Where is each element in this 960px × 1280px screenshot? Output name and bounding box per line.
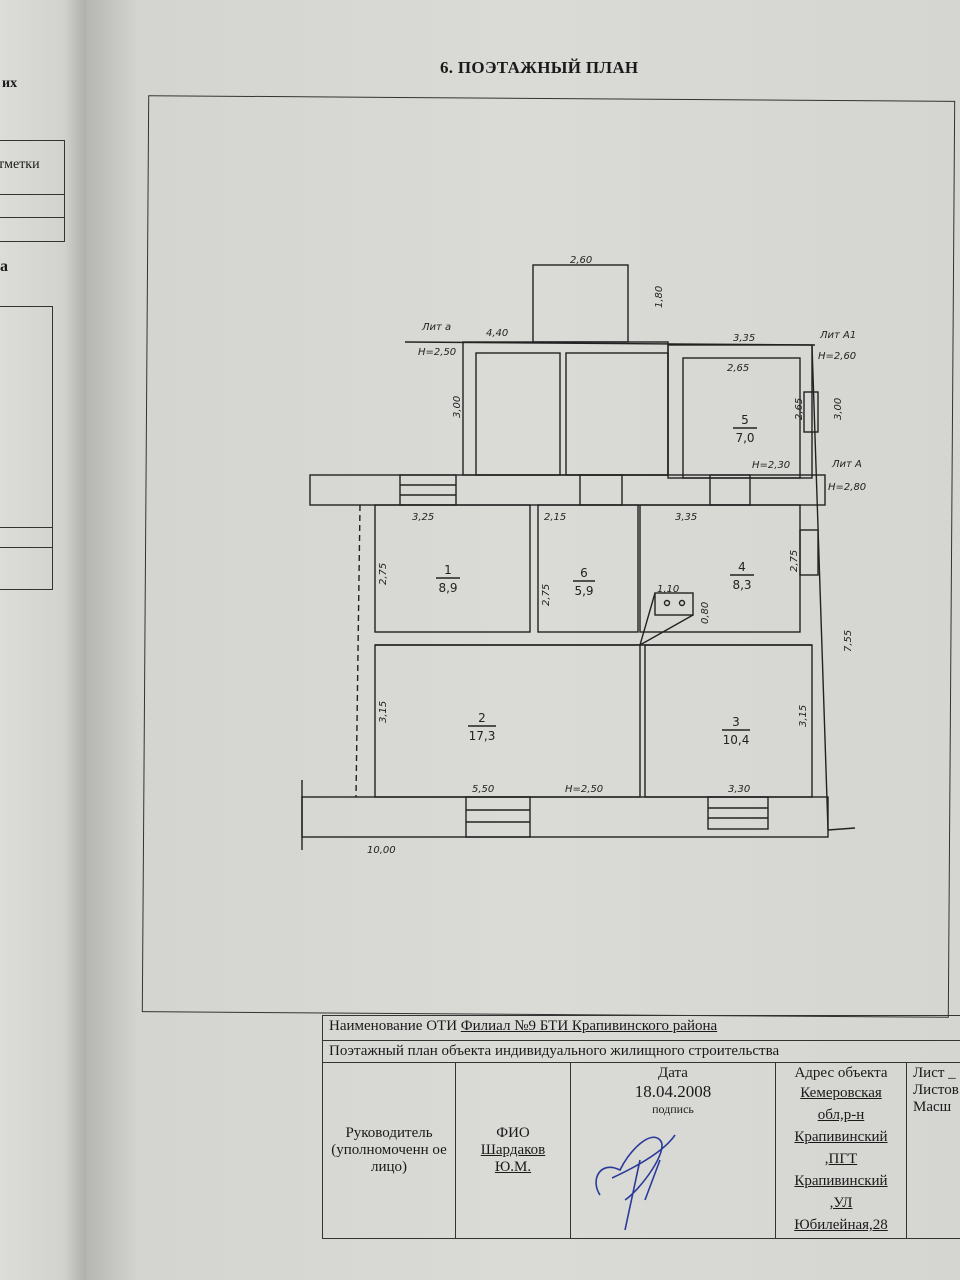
org-label: Наименование ОТИ bbox=[329, 1018, 458, 1034]
dimension-label: 10,00 bbox=[367, 845, 396, 856]
annex-wall bbox=[532, 264, 629, 343]
svg-text:1: 1 bbox=[444, 563, 452, 577]
dimension-label: 2,75 bbox=[378, 563, 389, 585]
dimension-label: 1,80 bbox=[654, 286, 665, 308]
dimension-label: 5,50 bbox=[472, 784, 494, 795]
left-page-box bbox=[0, 306, 53, 590]
dashed-line bbox=[355, 504, 361, 798]
right-wall bbox=[811, 344, 829, 831]
fio-value: Шардаков Ю.М. bbox=[480, 1142, 546, 1175]
lit-a-label: Лит а bbox=[421, 322, 451, 333]
window bbox=[803, 391, 819, 433]
svg-text:8,9: 8,9 bbox=[438, 581, 457, 595]
room-3-wall bbox=[644, 644, 813, 798]
dimension-label: 3,35 bbox=[733, 333, 755, 344]
address-cell: Адрес объекта Кемеровская обл,р-н Крапив… bbox=[775, 1062, 907, 1239]
room-label-1: 1 8,9 bbox=[436, 563, 460, 595]
svg-text:10,4: 10,4 bbox=[723, 733, 750, 747]
lit-a1-label: Лит А1 bbox=[819, 330, 856, 341]
svg-text:4: 4 bbox=[738, 560, 746, 574]
lit-a1-height: H=2,60 bbox=[818, 351, 856, 362]
date-value: 18.04.2008 bbox=[634, 1082, 712, 1101]
stove bbox=[654, 592, 694, 616]
window bbox=[707, 796, 769, 830]
sheet-label: Лист _ bbox=[913, 1065, 956, 1081]
wall-strip bbox=[309, 474, 826, 506]
dimension-label: 2,65 bbox=[727, 363, 749, 374]
dimension-label: 0,80 bbox=[700, 602, 711, 624]
stove-burner-icon bbox=[678, 599, 686, 607]
room-1-wall bbox=[374, 504, 531, 633]
scale-label: Масш bbox=[913, 1099, 952, 1115]
lit-a-height: H=2,50 bbox=[418, 347, 456, 358]
sheets-label: Листов bbox=[913, 1082, 959, 1098]
fio-label: ФИО bbox=[496, 1125, 530, 1141]
svg-text:8,3: 8,3 bbox=[732, 578, 751, 592]
room-label-5: 5 7,0 bbox=[733, 413, 757, 445]
document-name: Поэтажный план объекта индивидуального ж… bbox=[322, 1040, 960, 1063]
room-5-wall bbox=[682, 357, 801, 479]
dimension-label: 2,60 bbox=[570, 255, 592, 266]
window bbox=[465, 796, 531, 838]
left-page-table: тметки bbox=[0, 140, 65, 242]
svg-text:3: 3 bbox=[732, 715, 740, 729]
window bbox=[399, 474, 457, 506]
dimension-label: 4,40 bbox=[486, 328, 508, 339]
dimension-label: 3,15 bbox=[378, 701, 389, 723]
role-cell: Руководитель (уполномоченн ое лицо) bbox=[322, 1062, 456, 1239]
left-page: их тметки а bbox=[0, 0, 90, 1280]
room-label-4: 4 8,3 bbox=[730, 560, 754, 592]
room-4-wall bbox=[639, 504, 801, 633]
window bbox=[799, 529, 819, 576]
dimension-label: 2,75 bbox=[789, 550, 800, 572]
room-wall bbox=[475, 352, 561, 476]
dimension-label: 3,35 bbox=[675, 512, 697, 523]
dimension-label: 2,15 bbox=[544, 512, 566, 523]
svg-text:7,0: 7,0 bbox=[735, 431, 754, 445]
page-title: 6. ПОЭТАЖНЫЙ ПЛАН bbox=[440, 58, 639, 77]
dimension-label: 7,55 bbox=[843, 630, 854, 652]
signature-label: подпись bbox=[652, 1102, 694, 1116]
lit-A-label: Лит А bbox=[831, 459, 862, 470]
stove-burner-icon bbox=[663, 599, 671, 607]
dimension-label: 3,25 bbox=[412, 512, 434, 523]
dimension-label: 3,00 bbox=[452, 396, 463, 418]
dimension-label: 2,75 bbox=[541, 584, 552, 606]
height-label: H=2,30 bbox=[752, 460, 790, 471]
sheet-cell: Лист _ Листов Масш bbox=[906, 1062, 960, 1239]
room-label-2: 2 17,3 bbox=[468, 711, 496, 743]
room-6-wall bbox=[537, 504, 639, 633]
address-label: Адрес объекта bbox=[794, 1065, 888, 1081]
room-label-6: 6 5,9 bbox=[573, 566, 595, 598]
dimension-label: 3,15 bbox=[798, 705, 809, 727]
svg-text:6: 6 bbox=[580, 566, 588, 580]
date-label: Дата bbox=[658, 1065, 688, 1081]
dimension-label: 3,00 bbox=[833, 398, 844, 420]
dimension-label: 1,10 bbox=[657, 584, 679, 595]
left-page-fragment: а bbox=[0, 258, 8, 275]
title-block: Наименование ОТИ Филиал №9 БТИ Крапивинс… bbox=[322, 1015, 960, 1239]
svg-text:5,9: 5,9 bbox=[574, 584, 593, 598]
date-cell: Дата 18.04.2008 подпись bbox=[570, 1062, 776, 1239]
room-2-wall bbox=[374, 644, 641, 798]
dimension-label: 3,30 bbox=[728, 784, 750, 795]
address-value: Кемеровская обл,р-н Крапивинский ,ПГТ Кр… bbox=[794, 1085, 888, 1233]
door bbox=[709, 474, 751, 506]
left-page-fragment: их bbox=[2, 76, 18, 91]
dimension-label: 2,65 bbox=[794, 398, 805, 420]
door bbox=[579, 474, 623, 506]
org-row: Наименование ОТИ Филиал №9 БТИ Крапивинс… bbox=[322, 1015, 960, 1041]
svg-text:17,3: 17,3 bbox=[469, 729, 496, 743]
fio-cell: ФИО Шардаков Ю.М. bbox=[455, 1062, 571, 1239]
room-wall bbox=[565, 352, 669, 476]
lit-A-height: H=2,80 bbox=[828, 482, 866, 493]
wall-strip bbox=[301, 796, 829, 838]
room-label-3: 3 10,4 bbox=[722, 715, 750, 747]
org-value: Филиал №9 БТИ Крапивинского района bbox=[460, 1018, 718, 1034]
left-page-fragment: тметки bbox=[0, 141, 64, 195]
height-label: H=2,50 bbox=[565, 784, 603, 795]
svg-text:5: 5 bbox=[741, 413, 749, 427]
svg-text:2: 2 bbox=[478, 711, 486, 725]
